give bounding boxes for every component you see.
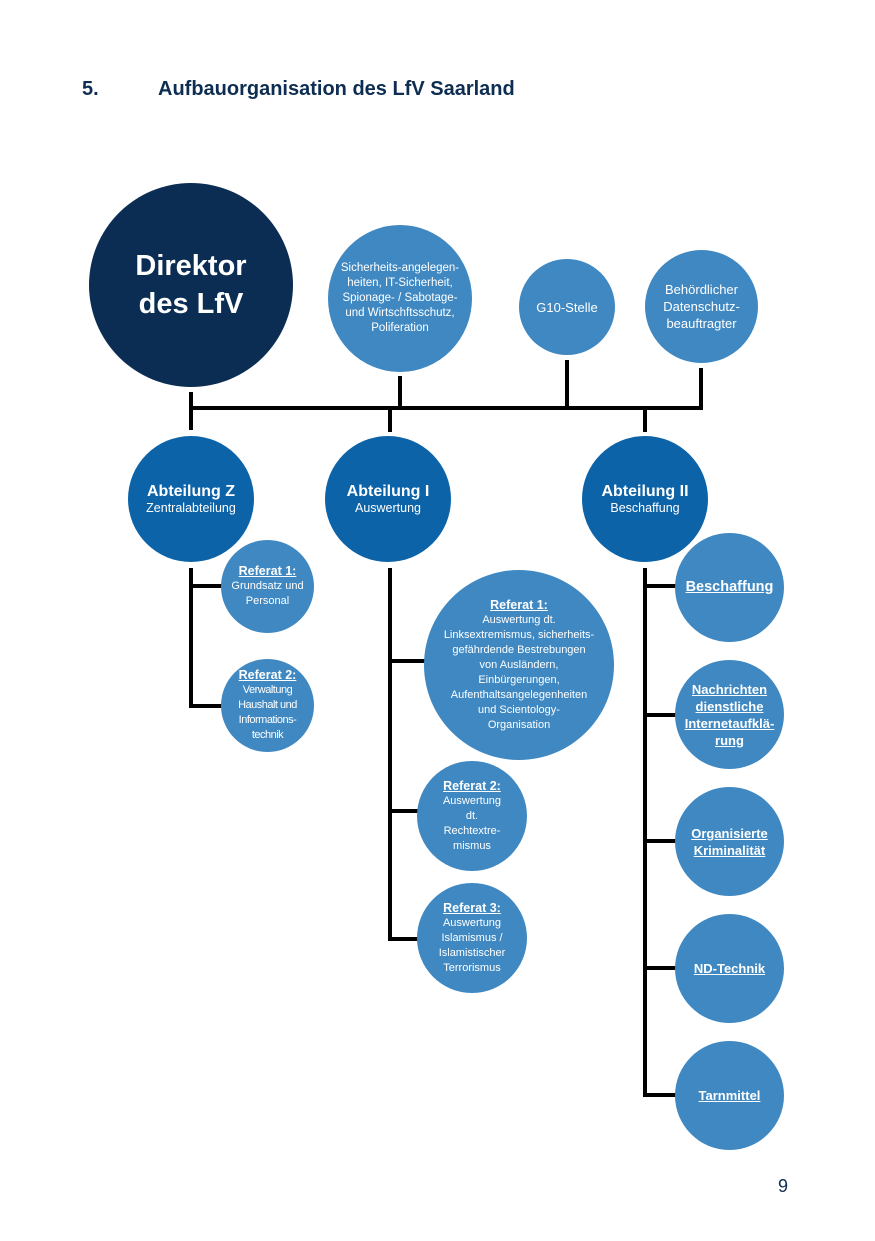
z-referat-2-node: Referat 2: Verwaltung Haushalt und Infor… (221, 659, 314, 752)
i-referat-2-node: Referat 2: Auswertung dt. Rechtextre- mi… (417, 761, 527, 871)
i-referat-3-title: Referat 3: (443, 900, 501, 915)
connector-staff-3 (699, 368, 703, 408)
i-referat-2-line: mismus (453, 839, 491, 852)
i-referat-1-line: Auswertung dt. (482, 613, 556, 626)
abteilung-z-title: Abteilung Z (147, 482, 235, 500)
ii-unit-nd-technik-label: ND-Technik (693, 961, 766, 976)
ii-unit-ok-line: Kriminalität (693, 842, 766, 858)
i-referat-3-node: Referat 3: Auswertung Islamismus / Islam… (417, 883, 527, 993)
i-referat-2-title: Referat 2: (443, 778, 501, 793)
i-referat-1-line: Linksextremismus, sicherheits- (443, 628, 595, 641)
connector-ii-vertical (643, 568, 647, 1097)
i-referat-3-line: Terrorismus (443, 961, 501, 974)
i-referat-1-line: Aufenthaltsangelegenheiten (450, 688, 588, 701)
staff-security-node: Sicherheits-angelegen- heiten, IT-Sicher… (328, 225, 472, 372)
connector-z-vertical (189, 568, 193, 708)
abteilung-ii-subtitle: Beschaffung (610, 500, 680, 515)
i-referat-2-line: dt. (465, 809, 479, 822)
ii-unit-ok-node: Organisierte Kriminalität (675, 787, 784, 896)
i-referat-1-line: und Scientology- (478, 703, 560, 716)
staff-datenschutz-line: beauftragter (666, 316, 737, 331)
staff-security-line: und Wirtschftsschutz, (345, 307, 455, 319)
i-referat-2-line: Auswertung (442, 794, 502, 807)
staff-security-line: Poliferation (371, 322, 429, 334)
z-referat-1-title: Referat 1: (238, 564, 297, 578)
section-title: Aufbauorganisation des LfV Saarland (158, 78, 515, 100)
connector-i-ref3 (388, 937, 420, 941)
connector-staff-2 (565, 360, 569, 408)
staff-security-line: Sicherheits-angelegen- (340, 262, 460, 274)
ii-unit-internet-line: rung (715, 732, 744, 748)
i-referat-1-line: Einbürgerungen, (478, 673, 560, 686)
i-referat-3-line: Islamistischer (438, 946, 506, 959)
ii-unit-internet-node: Nachrichten dienstliche Internetaufklä- … (675, 660, 784, 769)
ii-unit-beschaffung-label: Beschaffung (685, 579, 774, 595)
page-number: 9 (778, 1176, 789, 1196)
i-referat-3-line: Auswertung (442, 916, 502, 929)
z-referat-2-line: Haushalt und (238, 699, 297, 711)
abteilung-z-subtitle: Zentralabteilung (146, 500, 236, 515)
connector-abteilung-ii (643, 408, 647, 432)
connector-ii-unit4 (643, 966, 677, 970)
connector-i-ref1 (388, 659, 428, 663)
abteilung-z-node: Abteilung Z Zentralabteilung (128, 436, 254, 562)
i-referat-2-line: Rechtextre- (443, 824, 501, 837)
ii-unit-ok-line: Organisierte (691, 825, 768, 841)
abteilung-i-title: Abteilung I (346, 482, 430, 500)
staff-g10-node: G10-Stelle (519, 259, 615, 355)
connector-ii-unit2 (643, 713, 677, 717)
z-referat-1-line: Grundsatz und (231, 580, 304, 592)
staff-security-line: Spionage- / Sabotage- (342, 292, 458, 304)
ii-unit-internet-line: Nachrichten (691, 681, 768, 697)
staff-datenschutz-line: Behördlicher (665, 282, 738, 297)
i-referat-3-line: Islamismus / (441, 931, 503, 944)
i-referat-1-line: von Ausländern, (479, 658, 559, 671)
ii-unit-tarnmittel-node: Tarnmittel (675, 1041, 784, 1150)
main-horizontal-connector (189, 406, 703, 410)
z-referat-1-line: Personal (245, 595, 290, 607)
ii-unit-internet-line: Internetaufklä- (684, 715, 775, 731)
connector-z-ref1 (189, 584, 223, 588)
i-referat-1-line: Organisation (487, 718, 551, 731)
z-referat-2-title: Referat 2: (238, 668, 297, 682)
section-number: 5. (82, 78, 99, 100)
ii-unit-beschaffung-node: Beschaffung (675, 533, 784, 642)
z-referat-2-line: technik (251, 729, 284, 741)
i-referat-1-title: Referat 1: (490, 597, 548, 612)
staff-security-line: heiten, IT-Sicherheit, (347, 277, 453, 289)
connector-i-vertical (388, 568, 392, 940)
ii-unit-tarnmittel-label: Tarnmittel (698, 1088, 761, 1103)
i-referat-1-line: gefährdende Bestrebungen (452, 643, 586, 656)
director-title-line1: Direktor (135, 250, 247, 282)
connector-staff-1 (398, 376, 402, 408)
connector-abteilung-i (388, 408, 392, 432)
staff-g10-label: G10-Stelle (536, 299, 598, 315)
z-referat-2-line: Verwaltung (242, 684, 293, 696)
abteilung-ii-title: Abteilung II (601, 482, 689, 500)
connector-director (189, 392, 193, 430)
ii-unit-internet-line: dienstliche (695, 698, 764, 714)
abteilung-i-node: Abteilung I Auswertung (325, 436, 451, 562)
connector-ii-unit5 (643, 1093, 677, 1097)
director-node: Direktor des LfV (89, 183, 293, 387)
abteilung-i-subtitle: Auswertung (354, 500, 421, 515)
i-referat-1-node: Referat 1: Auswertung dt. Linksextremism… (424, 570, 614, 760)
staff-datenschutz-line: Datenschutz- (663, 299, 740, 314)
director-title-line2: des LfV (138, 288, 244, 320)
staff-datenschutz-node: Behördlicher Datenschutz- beauftragter (645, 250, 758, 363)
connector-ii-unit3 (643, 839, 677, 843)
ii-unit-nd-technik-node: ND-Technik (675, 914, 784, 1023)
abteilung-ii-node: Abteilung II Beschaffung (582, 436, 708, 562)
connector-i-ref2 (388, 809, 420, 813)
z-referat-2-line: Informations- (238, 714, 297, 726)
connector-ii-unit1 (643, 584, 677, 588)
z-referat-1-node: Referat 1: Grundsatz und Personal (221, 540, 314, 633)
connector-z-ref2 (189, 704, 223, 708)
